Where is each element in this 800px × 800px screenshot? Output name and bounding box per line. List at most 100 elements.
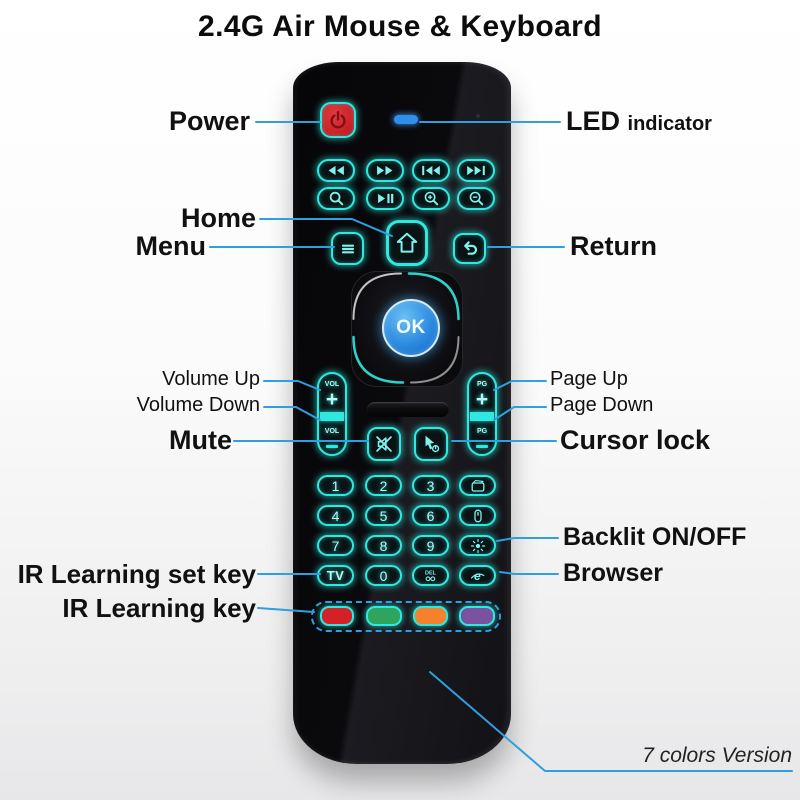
color-key-red	[320, 606, 354, 626]
volume-down-label-on-key: VOL	[324, 428, 340, 435]
label-browser: Browser	[563, 559, 664, 587]
color-key-green	[366, 606, 402, 626]
tv-label: TV	[326, 568, 345, 583]
browser-icon: e	[469, 569, 486, 583]
key-8: 8	[365, 535, 402, 556]
rocker-divider	[470, 412, 494, 421]
label-led-sub: indicator	[627, 113, 712, 135]
key-0: 0	[365, 565, 402, 586]
remote-body: OK VOL + VOL PG + PG	[293, 62, 511, 764]
key-video	[459, 475, 496, 496]
label-led-indicator: LED indicator	[566, 106, 712, 137]
zoom-in-icon	[422, 190, 440, 207]
mic-hole	[476, 114, 480, 118]
digit-label: 4	[331, 507, 340, 524]
cursor-lock-button	[414, 427, 448, 461]
zoom-out-button	[457, 187, 495, 210]
volume-rocker: VOL + VOL	[317, 372, 347, 456]
page-minus-sign	[476, 445, 488, 448]
rewind-icon	[328, 165, 344, 176]
label-home: Home	[180, 203, 256, 233]
key-4: 4	[317, 505, 354, 526]
label-page-up: Page Up	[550, 368, 628, 390]
page-rocker: PG + PG	[467, 372, 497, 456]
digit-label: 8	[379, 537, 388, 554]
label-menu: Menu	[135, 231, 207, 261]
label-page-down: Page Down	[550, 394, 654, 416]
digit-label: 7	[331, 537, 340, 554]
key-mouse	[459, 505, 496, 526]
color-key-orange	[413, 606, 448, 626]
digit-label: 1	[331, 477, 340, 494]
fast-forward-icon	[377, 165, 393, 176]
product-title: 2.4G Air Mouse & Keyboard	[198, 10, 602, 43]
return-button	[453, 233, 486, 264]
label-mute: Mute	[169, 425, 232, 455]
label-ir-learning-set-key: IR Learning set key	[17, 559, 256, 589]
mouse-icon	[470, 508, 486, 524]
glossy-bar	[367, 402, 449, 417]
label-volume-down: Volume Down	[136, 394, 260, 416]
label-led-main: LED	[566, 106, 620, 136]
led-indicator	[394, 115, 418, 124]
zoom-in-button	[412, 187, 450, 210]
digit-label: 6	[426, 507, 435, 524]
ok-pad-glow-ring	[351, 271, 461, 385]
page-down-label-on-key: PG	[476, 428, 488, 435]
volume-up-label-on-key: VOL	[324, 381, 340, 388]
page-plus-sign: +	[475, 388, 489, 411]
return-icon	[459, 239, 480, 258]
ir-learning-zone	[311, 601, 501, 632]
rewind-button	[317, 159, 355, 182]
digit-label: 2	[379, 477, 388, 494]
ok-label: OK	[396, 317, 426, 338]
mute-button	[367, 427, 401, 461]
key-2: 2	[365, 475, 402, 496]
key-3: 3	[412, 475, 449, 496]
key-6: 6	[412, 505, 449, 526]
home-button	[386, 220, 428, 266]
next-track-button	[457, 159, 495, 182]
next-track-icon	[467, 165, 485, 176]
key-backlit	[459, 535, 496, 556]
menu-icon	[338, 239, 358, 259]
key-browser: e	[459, 565, 496, 586]
volume-minus-sign	[326, 445, 338, 448]
previous-track-icon	[422, 165, 440, 176]
label-version: 7 colors Version	[642, 744, 792, 767]
label-volume-up: Volume Up	[162, 368, 260, 390]
play-pause-icon	[377, 193, 393, 204]
del-label: DEL	[425, 570, 437, 576]
fast-forward-button	[366, 159, 404, 182]
digit-label: 3	[426, 477, 435, 494]
digit-label: 9	[426, 537, 435, 554]
key-del: DEL	[412, 565, 449, 586]
previous-track-button	[412, 159, 450, 182]
label-backlit: Backlit ON/OFF	[563, 523, 747, 551]
power-icon	[327, 109, 349, 131]
video-icon	[470, 478, 486, 494]
key-1: 1	[317, 475, 354, 496]
page-up-label-on-key: PG	[476, 381, 488, 388]
browser-e-label: e	[474, 569, 481, 583]
key-5: 5	[365, 505, 402, 526]
label-ir-learning-key: IR Learning key	[62, 593, 256, 623]
delete-icon: DEL	[425, 570, 437, 584]
play-pause-button	[366, 187, 404, 210]
home-icon	[394, 230, 420, 256]
ok-button: OK	[382, 299, 440, 357]
color-key-purple	[459, 606, 495, 626]
power-button	[320, 102, 356, 138]
volume-plus-sign: +	[325, 388, 339, 411]
label-cursor-lock: Cursor lock	[560, 425, 711, 455]
search-icon	[327, 190, 345, 207]
label-return: Return	[570, 231, 657, 261]
backlit-icon	[470, 538, 486, 554]
key-7: 7	[317, 535, 354, 556]
mute-icon	[373, 433, 395, 455]
key-9: 9	[412, 535, 449, 556]
digit-label: 5	[379, 507, 388, 524]
label-power: Power	[168, 106, 250, 136]
cursor-lock-icon	[425, 435, 442, 455]
menu-button	[331, 232, 364, 265]
